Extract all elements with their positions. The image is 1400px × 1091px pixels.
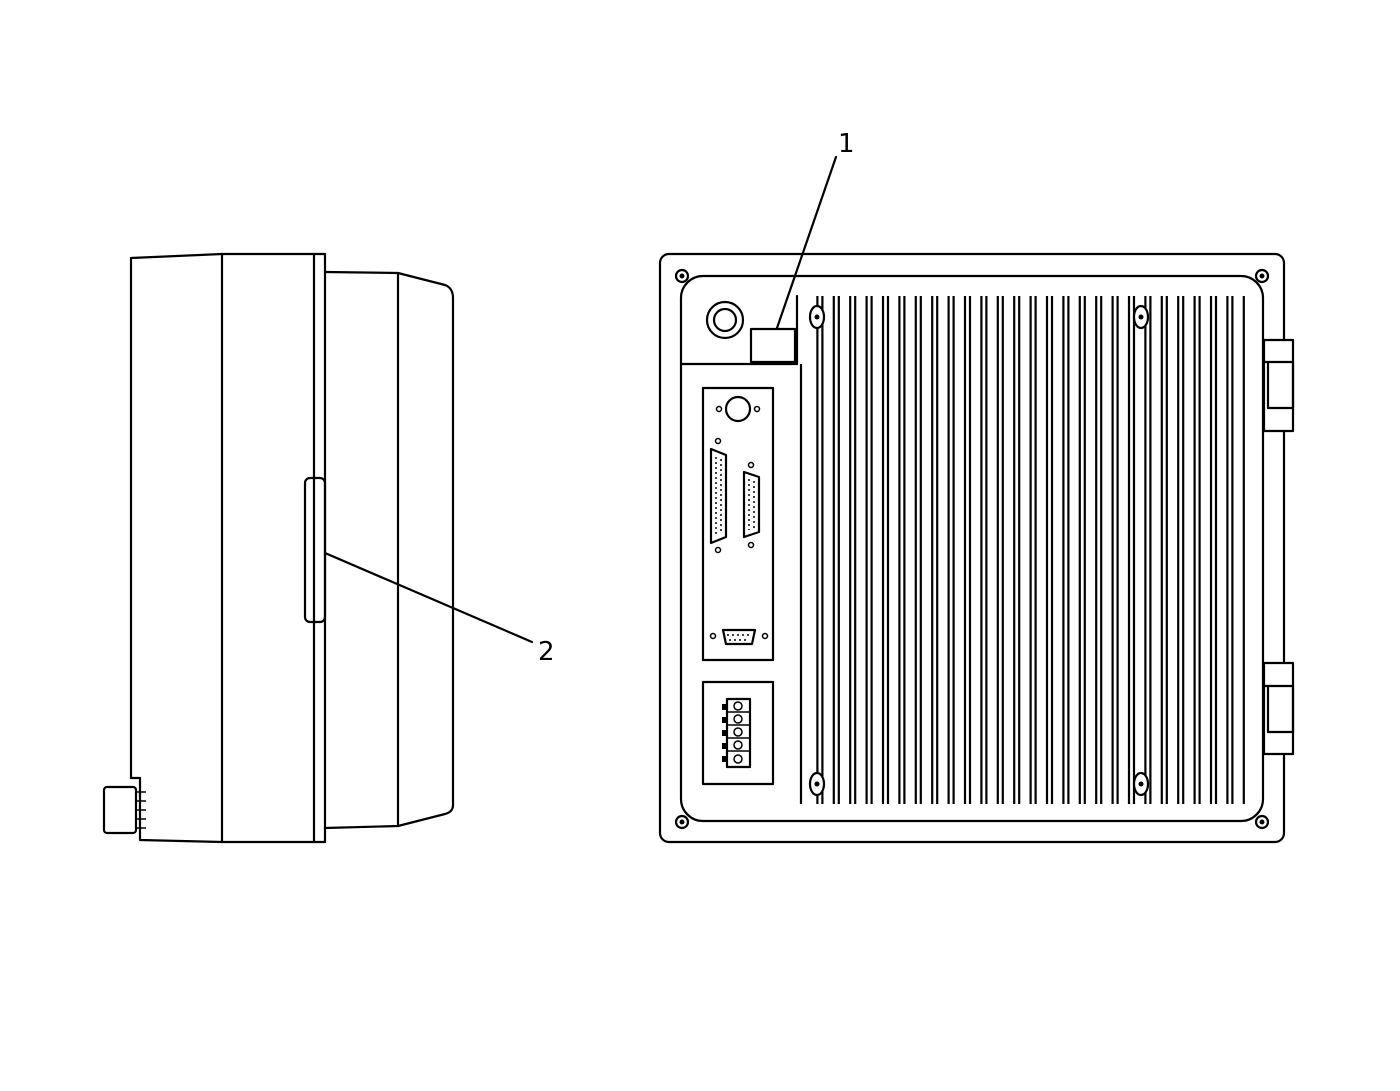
callout-1-label: 1 (838, 129, 855, 159)
rear-view-inner-frame (679, 274, 1265, 823)
io-panel-round-connector-icon (724, 395, 752, 423)
item-1-component (749, 327, 797, 364)
corner-screws (674, 268, 1270, 830)
callout-2-label: 2 (538, 637, 555, 667)
db37-connector-icon (709, 437, 728, 554)
side-view-connector (102, 785, 138, 835)
top-left-compartment (679, 294, 799, 366)
hinge-bottom (1262, 661, 1295, 756)
heat-sink-fins (799, 296, 1245, 804)
io-panel (701, 386, 775, 662)
side-view-rear-housing (323, 270, 455, 830)
db9-connector-icon (709, 628, 769, 646)
heatsink-mount-holes (808, 304, 1150, 797)
side-view-latch (303, 476, 327, 624)
terminal-block-icon (722, 697, 752, 769)
rear-view (658, 252, 1295, 844)
callout-2-leader (323, 551, 534, 644)
side-view-connector-ticks (136, 791, 146, 829)
side-view-body (129, 252, 327, 844)
callout-1: 1 (775, 129, 855, 330)
grommet-icon (705, 300, 745, 340)
db25-connector-icon (742, 461, 761, 549)
side-view (102, 252, 455, 844)
power-terminal-panel (701, 680, 775, 786)
callout-1-leader (775, 155, 838, 330)
rear-view-outer-frame (658, 252, 1286, 844)
hinge-top (1262, 338, 1295, 433)
callout-2: 2 (323, 551, 555, 667)
